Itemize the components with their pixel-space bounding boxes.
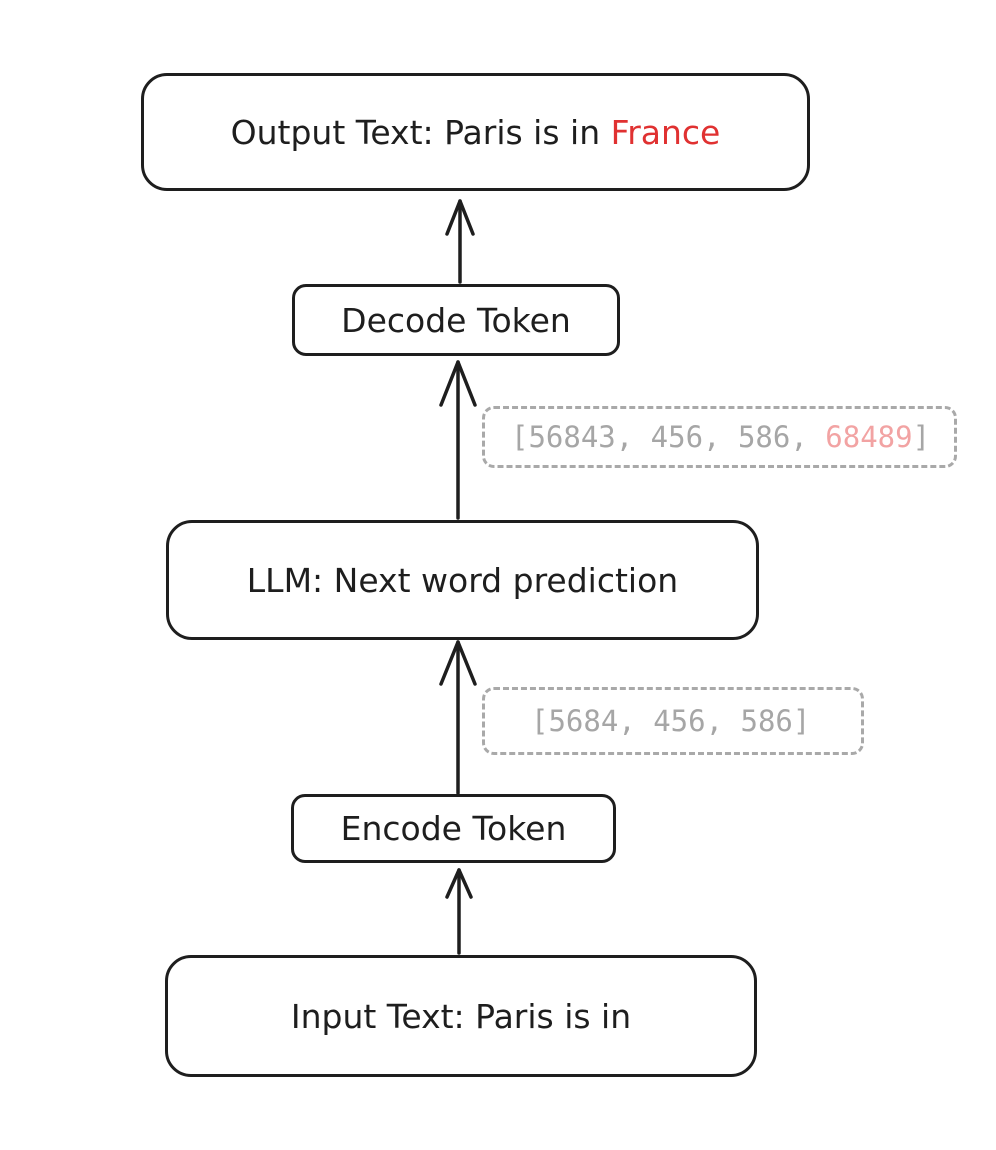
output-token-ids-highlight: 68489 xyxy=(825,420,913,454)
decode-token-box: Decode Token xyxy=(292,284,620,356)
arrow-encode-to-llm xyxy=(439,640,477,795)
encode-token-label: Encode Token xyxy=(340,809,567,848)
arrow-decode-to-output xyxy=(445,199,475,284)
input-text-label: Input Text: Paris is in xyxy=(290,996,632,1036)
llm-prediction-box: LLM: Next word prediction xyxy=(166,520,759,640)
input-token-ids-box: [5684, 456, 586] xyxy=(482,687,864,755)
output-text-highlight: France xyxy=(610,112,721,152)
decode-token-label: Decode Token xyxy=(341,300,571,340)
output-token-ids-label: [56843, 456, 586, xyxy=(511,420,826,454)
arrow-llm-to-decode xyxy=(439,360,477,520)
arrow-input-to-encode xyxy=(445,868,473,955)
input-text-box: Input Text: Paris is in xyxy=(165,955,757,1077)
llm-prediction-label: LLM: Next word prediction xyxy=(246,560,679,600)
output-text-label: Output Text: Paris is in xyxy=(230,112,611,152)
input-token-ids-label: [5684, 456, 586] xyxy=(531,704,811,738)
encode-token-box: Encode Token xyxy=(291,794,616,863)
output-token-ids-box: [56843, 456, 586, 68489] xyxy=(482,406,957,468)
output-token-ids-suffix: ] xyxy=(912,420,931,454)
output-text-box: Output Text: Paris is in France xyxy=(141,73,810,191)
